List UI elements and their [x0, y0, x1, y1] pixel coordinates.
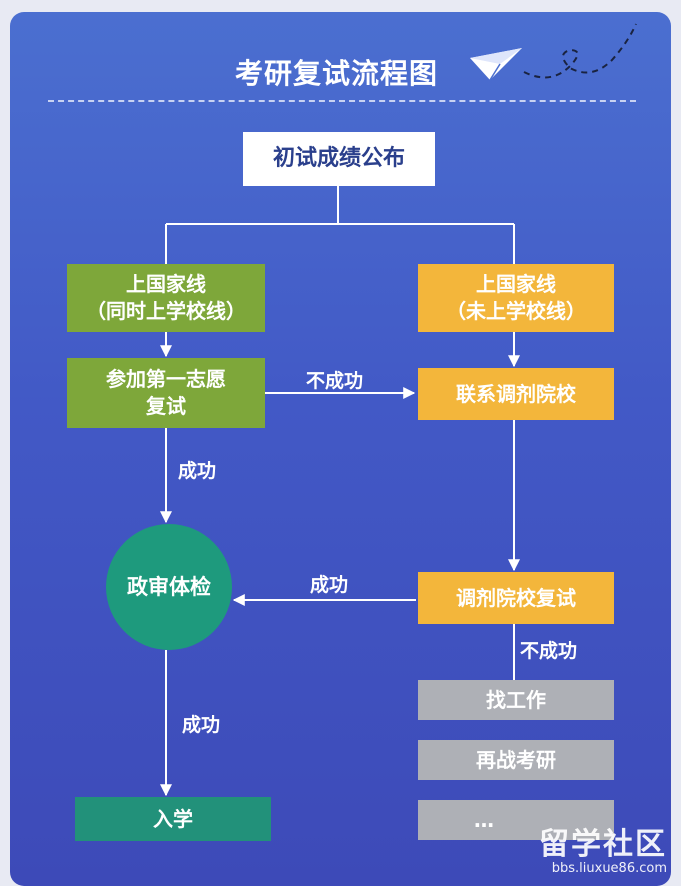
node-find-job-label: 找工作	[486, 687, 546, 712]
edge-label-success-first: 成功	[178, 460, 217, 482]
node-national-line-without-school: 上国家线 （未上学校线）	[418, 264, 614, 332]
title-divider	[48, 100, 636, 102]
edge-label-fail-adjust: 不成功	[520, 640, 578, 662]
node-other-options: …	[418, 800, 614, 840]
node-national-line-label: 上国家线	[126, 272, 206, 296]
node-initial-results-label: 初试成绩公布	[272, 146, 405, 172]
node-contact-adjust-label: 联系调剂院校	[456, 381, 576, 406]
node-contact-adjust-school: 联系调剂院校	[418, 368, 614, 420]
node-political-check-label: 政审体检	[127, 574, 211, 599]
site-watermark: 留学社区 bbs.liuxue86.com	[539, 819, 667, 876]
edge-label-fail-first: 不成功	[306, 370, 364, 392]
node-retest-label: 复试	[146, 394, 186, 418]
node-ellipsis-label: …	[474, 807, 494, 832]
node-first-choice-retest: 参加第一志愿 复试	[67, 358, 265, 428]
node-retake-exam: 再战考研	[418, 740, 614, 780]
node-enroll: 入学	[75, 797, 271, 841]
watermark-url: bbs.liuxue86.com	[551, 861, 667, 876]
node-find-job: 找工作	[418, 680, 614, 720]
edge-label-success-adjust: 成功	[310, 574, 349, 596]
node-political-check: 政审体检	[106, 524, 232, 650]
node-adjust-school-retest: 调剂院校复试	[418, 572, 614, 624]
node-with-school-line-label: （同时上学校线）	[86, 299, 246, 323]
watermark-name: 留学社区	[539, 827, 667, 862]
node-adjust-retest-label: 调剂院校复试	[456, 585, 576, 610]
edge-label-success-check: 成功	[182, 714, 221, 736]
paper-plane-icon	[470, 23, 637, 81]
node-national-line-with-school: 上国家线 （同时上学校线）	[67, 264, 265, 332]
node-enroll-label: 入学	[153, 806, 193, 831]
node-national-line-label-2: 上国家线	[476, 272, 556, 296]
node-without-school-line-label: （未上学校线）	[446, 299, 586, 323]
node-initial-results: 初试成绩公布	[243, 132, 435, 186]
node-first-choice-label: 参加第一志愿	[106, 367, 226, 391]
diagram-title: 考研复试流程图	[235, 57, 439, 90]
node-retake-exam-label: 再战考研	[476, 747, 556, 772]
